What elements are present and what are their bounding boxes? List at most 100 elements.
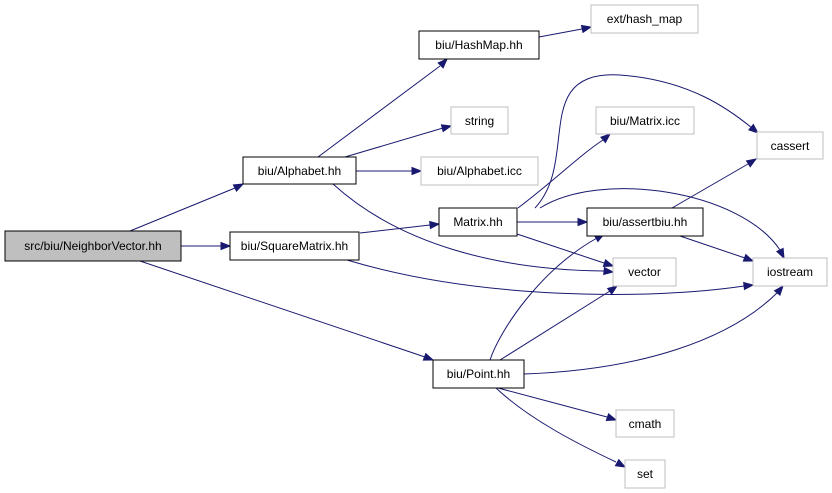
edge-arrowhead — [775, 247, 785, 260]
nodes-layer: src/biu/NeighborVector.hh biu/Alphabet.h… — [4, 4, 828, 489]
edge-matrix-to-vector — [516, 233, 615, 268]
node-matrix-icc-box — [595, 106, 695, 135]
edge-arrowhead — [580, 24, 593, 34]
edge-assertbiu-to-cassert — [671, 158, 758, 209]
edge-alphabet-to-string — [344, 124, 453, 158]
edge-arrowhead — [605, 412, 618, 422]
node-alphabet-box — [242, 156, 357, 185]
edge-neighborvector-to-point — [139, 260, 435, 361]
edge-arrowhead — [600, 133, 612, 144]
node-alphabet-icc[interactable]: biu/Alphabet.icc — [420, 156, 539, 186]
node-alphabet[interactable]: biu/Alphabet.hh — [242, 156, 357, 185]
node-vector-box — [612, 257, 677, 287]
edge-line — [129, 187, 236, 232]
edge-line — [344, 127, 444, 158]
node-cassert-label: cassert — [771, 139, 810, 153]
edge-arrowhead — [232, 183, 245, 193]
edge-matrix-to-assertbiu — [517, 217, 589, 227]
edge-point-to-set — [495, 387, 627, 468]
edge-point-to-assertbiu — [489, 233, 606, 361]
edge-arrowhead — [422, 352, 435, 361]
edge-arrowhead — [603, 266, 615, 276]
node-iostream[interactable]: iostream — [752, 257, 828, 287]
node-cmath-box — [615, 409, 675, 438]
edge-point-to-cmath — [497, 387, 618, 422]
node-cmath-label: cmath — [629, 417, 662, 431]
edge-line — [517, 139, 604, 209]
edge-line — [538, 28, 583, 38]
edge-point-to-vector — [499, 285, 619, 361]
edge-alphabet-to-vector — [332, 183, 615, 276]
edge-matrix-to-iostream — [539, 188, 785, 260]
node-set[interactable]: set — [624, 459, 666, 489]
node-assertbiu[interactable]: biu/assertbiu.hh — [586, 207, 704, 237]
edge-arrowhead — [742, 253, 755, 262]
node-alphabet-icc-label: biu/Alphabet.icc — [437, 164, 522, 178]
edge-matrix-to-matrix-icc — [517, 133, 612, 209]
node-set-box — [624, 459, 666, 489]
node-alphabet-icc-box — [420, 156, 539, 186]
node-string-box — [450, 106, 509, 135]
edge-line — [495, 387, 617, 463]
node-point-box — [432, 359, 525, 389]
node-assertbiu-box — [586, 207, 704, 237]
node-iostream-label: iostream — [767, 265, 813, 279]
node-squarematrix[interactable]: biu/SquareMatrix.hh — [229, 231, 360, 261]
edge-point-to-iostream — [523, 284, 784, 375]
edge-squarematrix-to-iostream — [346, 259, 755, 295]
node-matrix-icc-label: biu/Matrix.icc — [610, 114, 680, 128]
node-vector[interactable]: vector — [612, 257, 677, 287]
node-neighborvector[interactable]: src/biu/NeighborVector.hh — [4, 230, 182, 262]
edge-line — [516, 233, 605, 264]
edge-hashmap-to-ext-hash-map — [538, 24, 593, 38]
edge-arrowhead — [440, 124, 453, 133]
edge-alphabet-to-hashmap — [317, 58, 448, 158]
edge-arrowhead — [411, 166, 423, 176]
node-string[interactable]: string — [450, 106, 509, 135]
node-assertbiu-label: biu/assertbiu.hh — [603, 215, 688, 229]
edge-neighborvector-to-squarematrix — [181, 241, 232, 251]
node-hashmap[interactable]: biu/HashMap.hh — [418, 30, 540, 60]
edges-layer — [129, 24, 785, 468]
edge-arrowhead — [602, 258, 615, 268]
edge-line — [332, 183, 605, 272]
node-cmath[interactable]: cmath — [615, 409, 675, 438]
edge-arrowhead — [743, 281, 755, 291]
node-matrix-label: Matrix.hh — [453, 215, 502, 229]
edge-arrowhead — [614, 458, 627, 468]
edge-line — [489, 237, 598, 361]
edge-line — [359, 224, 431, 234]
node-neighborvector-label: src/biu/NeighborVector.hh — [24, 239, 161, 253]
edge-line — [317, 65, 441, 158]
node-matrix[interactable]: Matrix.hh — [438, 207, 518, 237]
edge-arrowhead — [577, 217, 589, 227]
node-hashmap-box — [418, 30, 540, 60]
edge-line — [671, 163, 749, 209]
edge-squarematrix-to-matrix — [359, 220, 441, 234]
node-cassert[interactable]: cassert — [756, 131, 824, 160]
node-alphabet-label: biu/Alphabet.hh — [258, 164, 341, 178]
node-neighborvector-box — [4, 230, 182, 262]
edge-arrowhead — [747, 123, 760, 134]
edge-arrowhead — [606, 285, 619, 295]
edge-arrowhead — [429, 220, 441, 230]
edge-matrix-to-cassert — [534, 74, 760, 209]
node-ext-hash-map[interactable]: ext/hash_map — [590, 4, 699, 34]
edge-assertbiu-to-iostream — [679, 235, 755, 262]
edge-line — [497, 387, 608, 418]
node-squarematrix-label: biu/SquareMatrix.hh — [241, 239, 348, 253]
node-matrix-icc[interactable]: biu/Matrix.icc — [595, 106, 695, 135]
node-iostream-box — [752, 257, 828, 287]
node-matrix-box — [438, 207, 518, 237]
edge-line — [139, 260, 426, 358]
edge-line — [523, 291, 779, 375]
edge-neighborvector-to-alphabet — [129, 183, 245, 232]
node-point[interactable]: biu/Point.hh — [432, 359, 525, 389]
edge-arrowhead — [773, 284, 784, 297]
node-set-label: set — [637, 467, 654, 481]
node-vector-label: vector — [628, 265, 661, 279]
node-hashmap-label: biu/HashMap.hh — [435, 38, 522, 52]
node-ext-hash-map-label: ext/hash_map — [607, 12, 683, 26]
node-string-label: string — [465, 114, 494, 128]
